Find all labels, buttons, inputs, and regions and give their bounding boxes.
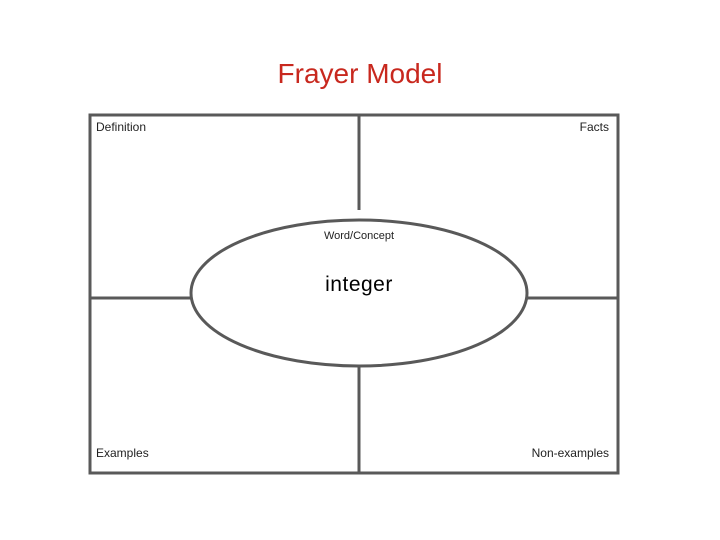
definition-label: Definition <box>96 120 147 134</box>
word-concept-caption: Word/Concept <box>323 230 395 242</box>
concept-word: integer <box>325 273 393 296</box>
outer-frame <box>88 113 620 475</box>
facts-label: Facts <box>579 120 609 134</box>
non-examples-label: Non-examples <box>531 446 609 460</box>
examples-label: Examples <box>96 446 149 460</box>
concept-ellipse <box>189 218 529 368</box>
page-title: Frayer Model <box>277 58 443 89</box>
